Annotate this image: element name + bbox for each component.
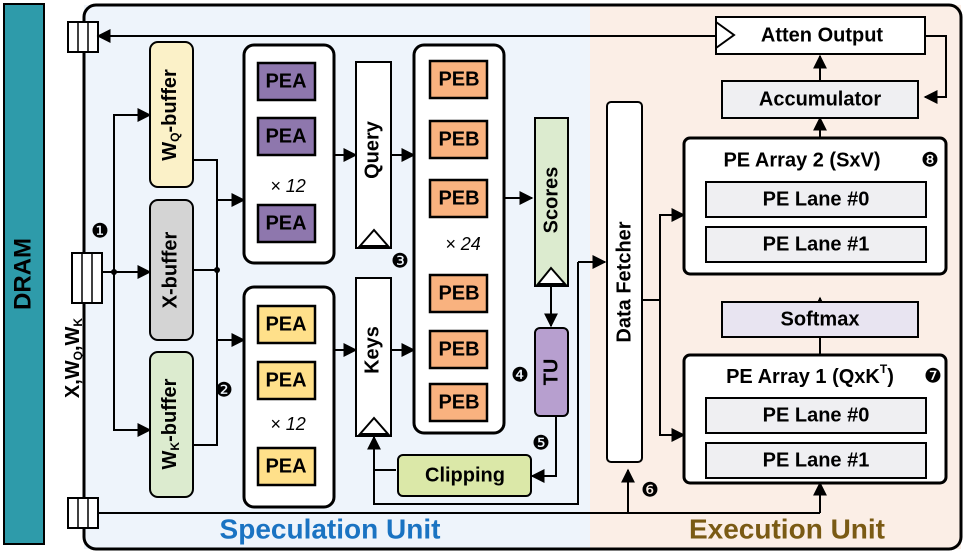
atten-output-clock-marker: [715, 21, 736, 49]
accumulator-block: [721, 80, 919, 119]
step-marker-8: ❽: [921, 149, 939, 171]
step-marker-6: ❻: [641, 479, 659, 501]
peb-cell: PEB: [428, 329, 489, 370]
softmax-block: [721, 301, 919, 338]
softmax-label: Softmax: [781, 308, 860, 330]
peb-cell: PEB: [428, 59, 489, 100]
wk-buffer: [149, 351, 194, 498]
keys-clock-marker: [357, 416, 391, 435]
wq-buffer-label: WQ-buffer: [159, 69, 182, 161]
atten-output-label: Atten Output: [761, 24, 884, 46]
wq-buffer: [149, 41, 194, 188]
execution-unit-title: Execution Unit: [689, 513, 885, 544]
dram-label: DRAM: [9, 238, 36, 310]
junction-dot: [214, 267, 220, 273]
svg-text:PEB: PEB: [438, 128, 479, 150]
scores-clock-marker: [535, 266, 568, 285]
pea-bottom-repeat: × 12: [270, 414, 306, 434]
pea-top-repeat: × 12: [270, 176, 306, 196]
svg-text:PEB: PEB: [438, 391, 479, 413]
step-marker-4: ❹: [511, 364, 529, 386]
pe-array-1-lane-1-label: PE Lane #1: [763, 449, 870, 471]
clipping-label: Clipping: [425, 464, 505, 486]
keys-block: [355, 277, 392, 437]
svg-text:PEB: PEB: [438, 187, 479, 209]
pea-bottom-cell: PEA: [256, 304, 317, 345]
step-marker-3: ❸: [391, 250, 409, 272]
svg-text:PEA: PEA: [265, 369, 306, 391]
pea-bottom-cell: PEA: [256, 446, 317, 487]
pe-array-2-lane-1: [705, 226, 927, 263]
step-marker-1: ❶: [91, 220, 109, 242]
scores-label: Scores: [540, 167, 562, 234]
svg-text:PEA: PEA: [265, 455, 306, 477]
port-bottom: [67, 497, 99, 529]
wiring: [96, 29, 947, 514]
data-fetcher-block: [606, 101, 643, 463]
pea-top-cell: PEA: [256, 203, 317, 244]
clipping-block: [397, 454, 532, 497]
pe-array-1-title: PE Array 1 (QxKT): [726, 362, 894, 388]
pe-array-1-lane-0: [705, 397, 927, 434]
pe-array-2-lane-0: [705, 181, 927, 218]
pe-array-2-title: PE Array 2 (SxV): [723, 149, 880, 171]
dram-block: [3, 3, 45, 545]
junction-dot: [111, 269, 117, 275]
step-marker-2: ❷: [215, 379, 233, 401]
port-top: [67, 21, 99, 53]
svg-text:PEA: PEA: [265, 212, 306, 234]
svg-text:PEB: PEB: [438, 338, 479, 360]
scores-block: [534, 117, 569, 287]
svg-text:PEA: PEA: [265, 70, 306, 92]
svg-text:PEA: PEA: [265, 125, 306, 147]
pea-top-cell: PEA: [256, 116, 317, 157]
pe-array-2-lane-0-label: PE Lane #0: [763, 188, 870, 210]
data-fetcher-label: Data Fetcher: [613, 221, 635, 342]
step-marker-5: ❺: [532, 432, 550, 454]
wk-buffer-label: WK-buffer: [159, 378, 182, 469]
pe-array-1-lane-1: [705, 442, 927, 479]
query-label: Query: [361, 120, 383, 179]
x-buffer-label: X-buffer: [159, 231, 181, 308]
pea-bottom-cell: PEA: [256, 360, 317, 401]
pe-array-1-lane-0-label: PE Lane #0: [763, 404, 870, 426]
accumulator-label: Accumulator: [759, 88, 881, 110]
tu-label: TU: [540, 359, 562, 386]
pea-top-cell: PEA: [256, 61, 317, 102]
pe-array-2-lane-1-label: PE Lane #1: [763, 233, 870, 255]
tu-block: [534, 327, 569, 417]
port-middle: [71, 252, 103, 304]
input-label: X,WQ,WK: [62, 318, 85, 399]
step-marker-7: ❼: [924, 365, 942, 387]
peb-cell: PEB: [428, 178, 489, 219]
speculation-unit-title: Speculation Unit: [220, 513, 441, 544]
svg-text:PEB: PEB: [438, 68, 479, 90]
peb-cell: PEB: [428, 119, 489, 160]
query-block: [355, 61, 392, 249]
peb-cell: PEB: [428, 273, 489, 314]
peb-repeat: × 24: [445, 234, 481, 254]
atten-output-block: [715, 16, 926, 55]
svg-text:PEB: PEB: [438, 282, 479, 304]
peb-cell: PEB: [428, 382, 489, 423]
svg-text:PEA: PEA: [265, 313, 306, 335]
x-buffer: [149, 199, 194, 341]
keys-label: Keys: [361, 326, 383, 374]
query-clock-marker: [357, 228, 391, 247]
